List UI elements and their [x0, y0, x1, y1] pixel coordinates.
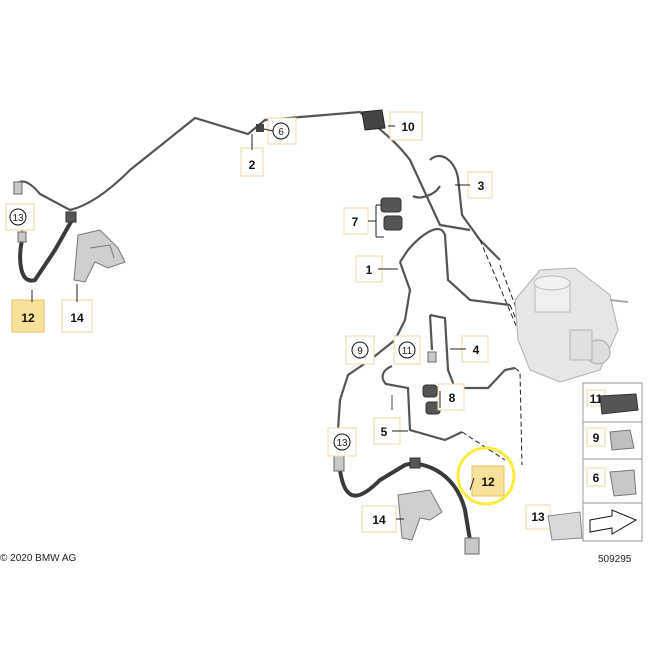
right-brake-hose [333, 454, 480, 555]
pipe-clip-7-icon [380, 197, 403, 231]
svg-text:11: 11 [402, 346, 413, 357]
pipe-clip-8-icon [422, 384, 441, 415]
callout-6: 6 [263, 117, 297, 145]
legend-panel: 11 9 6 13 [525, 382, 643, 542]
svg-text:3: 3 [478, 179, 485, 193]
left-bracket-icon [73, 229, 126, 283]
svg-text:6: 6 [278, 127, 284, 138]
legend-item-11: 11 [586, 389, 639, 415]
fitting-11-icon [427, 351, 437, 363]
callout-12-right: 12 [469, 465, 505, 497]
callout-10: 10 [388, 111, 423, 141]
callout-5: 5 [373, 417, 408, 445]
svg-text:5: 5 [381, 425, 388, 439]
left-brake-hose [13, 181, 77, 283]
svg-text:12: 12 [21, 311, 35, 325]
highlight-ring [456, 446, 516, 506]
svg-text:13: 13 [531, 510, 545, 524]
svg-text:7: 7 [352, 215, 359, 229]
right-bracket-icon [397, 489, 443, 541]
callout-9: 9 [345, 335, 375, 365]
svg-text:8: 8 [449, 391, 456, 405]
svg-text:12: 12 [481, 475, 495, 489]
svg-text:4: 4 [473, 343, 480, 357]
callout-2: 2 [240, 134, 264, 177]
callout-13-right: 13 [327, 427, 357, 457]
callout-11: 11 [393, 335, 421, 365]
callout-14-left: 14 [61, 284, 93, 333]
callout-7: 7 [343, 204, 384, 238]
svg-text:2: 2 [249, 158, 256, 172]
svg-text:1: 1 [366, 263, 373, 277]
legend-item-6: 6 [586, 467, 637, 497]
copyright-text: © 2020 BMW AG [0, 553, 77, 564]
hydraulic-unit-icon [514, 267, 629, 383]
legend-item-13: 13 [525, 504, 583, 541]
legend-item-9: 9 [586, 427, 635, 451]
svg-text:13: 13 [336, 438, 348, 449]
svg-text:9: 9 [357, 346, 363, 357]
svg-text:6: 6 [593, 471, 600, 485]
arrow-icon [589, 509, 638, 535]
callout-1: 1 [355, 255, 398, 283]
svg-text:13: 13 [12, 213, 24, 224]
grommet-10-icon [361, 109, 386, 131]
callout-13-left: 13 [5, 203, 35, 231]
diagram-number: 509295 [598, 554, 632, 565]
callout-3: 3 [455, 171, 493, 199]
svg-text:9: 9 [593, 431, 600, 445]
callout-12-left: 12 [11, 290, 45, 333]
svg-text:14: 14 [70, 311, 84, 325]
callout-8: 8 [437, 383, 465, 411]
svg-text:10: 10 [401, 120, 415, 134]
connector-6-icon [256, 124, 264, 132]
callout-4: 4 [450, 335, 489, 363]
svg-text:11: 11 [590, 392, 603, 406]
callout-14-right: 14 [361, 505, 404, 533]
svg-text:14: 14 [372, 513, 386, 527]
